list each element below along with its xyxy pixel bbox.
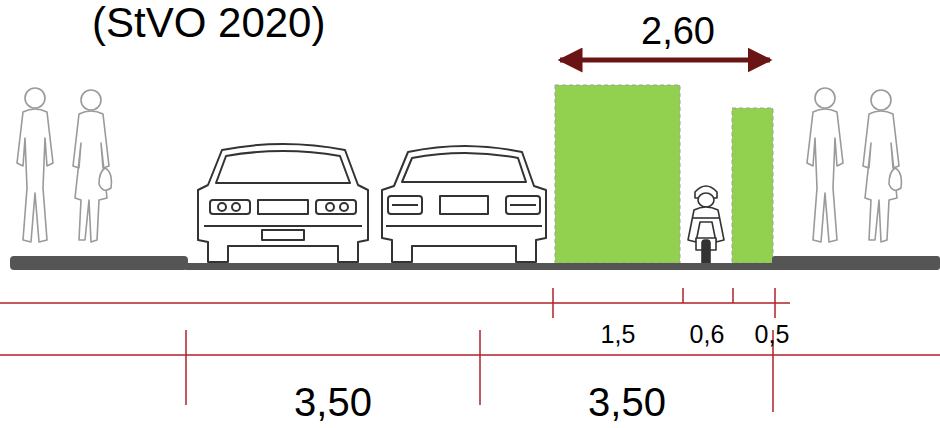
lane-width: 3,50 — [294, 382, 372, 422]
lane-width: 3,50 — [588, 382, 666, 422]
width-dimension: 2,60 — [641, 12, 715, 50]
pedestrians-left — [17, 88, 111, 242]
pedestrians-right — [807, 88, 901, 242]
sidewalk — [10, 256, 188, 270]
dimension-value: 1,5 — [601, 322, 636, 347]
sidewalk — [772, 256, 940, 270]
buffer-zone — [555, 85, 680, 263]
dimension-value: 0,6 — [690, 322, 725, 347]
dimension-value: 0,5 — [755, 322, 790, 347]
cyclist — [688, 186, 724, 266]
buffer-zone — [732, 108, 773, 263]
dimension-lines — [0, 288, 940, 412]
width-arrow — [560, 58, 770, 63]
car-front — [198, 144, 368, 262]
road-surface — [186, 263, 776, 270]
diagram-title: (StVO 2020) — [92, 2, 325, 44]
car-rear — [382, 146, 546, 262]
